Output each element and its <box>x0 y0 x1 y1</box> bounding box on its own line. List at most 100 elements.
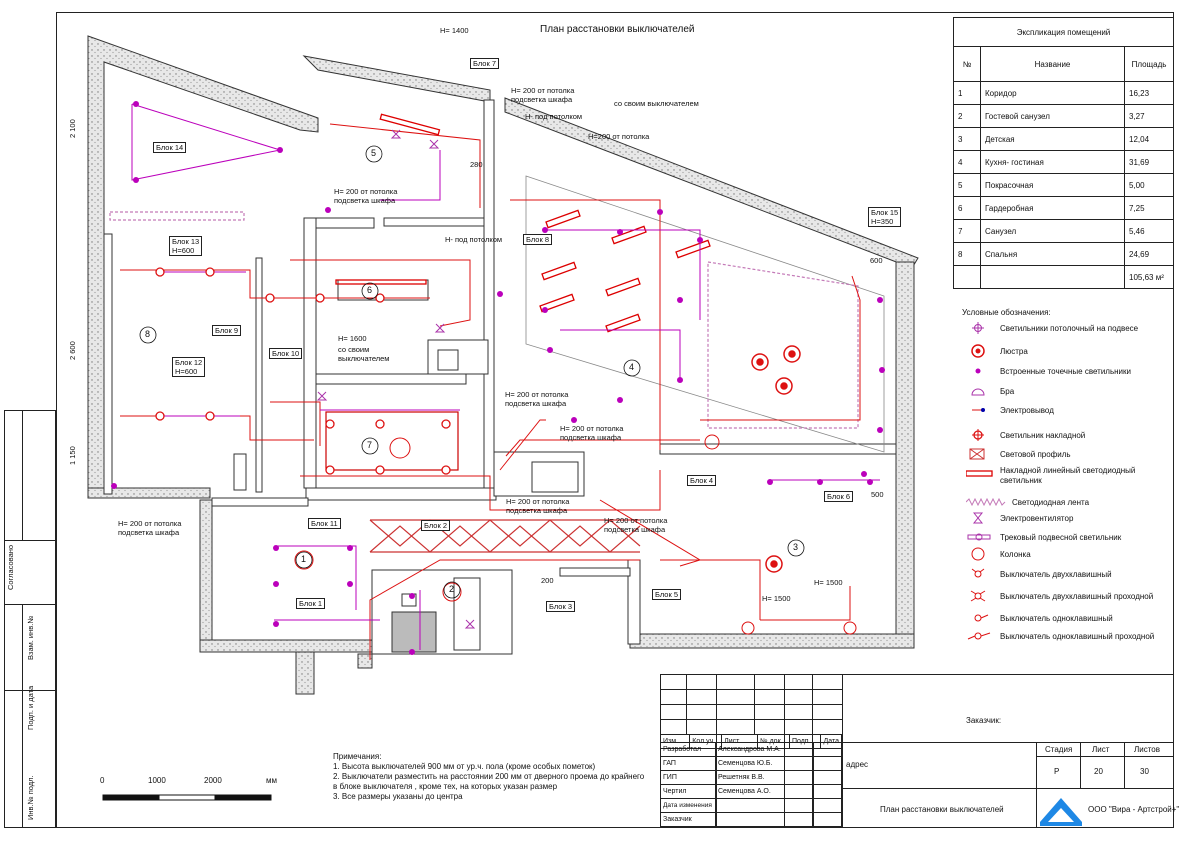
legend-item: Накладной линейный светодиодный светильн… <box>966 466 1166 492</box>
left-dimension-2: 2 600 <box>68 341 77 360</box>
annotation-h1500-a: H= 1500 <box>762 594 791 603</box>
note-line: 1. Высота выключателей 900 мм от ур.ч. п… <box>333 762 596 771</box>
room-6-number: 6 <box>367 285 373 295</box>
role: Чертил <box>660 784 716 799</box>
notes-title: Примечания: <box>333 752 382 761</box>
row-name: Коридор <box>980 81 1125 105</box>
track-light-icon <box>966 530 994 544</box>
row-num: 8 <box>953 242 981 266</box>
block-6-label: Блок 6 <box>824 491 854 502</box>
legend-item: Электровывод <box>966 402 1054 418</box>
annotation-own-switch-top: со своим выключателем <box>614 99 699 108</box>
stage-value: Р <box>1054 767 1060 776</box>
legend-item: Электровентилятор <box>966 510 1073 526</box>
block-3-label: Блок 3 <box>546 601 576 612</box>
side-divider <box>22 410 23 540</box>
row-area: 5,00 <box>1124 173 1174 197</box>
stamp-vlines <box>754 674 755 734</box>
stage-header: Стадия <box>1045 745 1073 754</box>
role: Дата изменения <box>660 798 716 813</box>
light-profile-icon <box>966 447 994 461</box>
role: Заказчик <box>660 812 716 827</box>
speaker-icon <box>966 547 994 561</box>
block-14-label: Блок 14 <box>153 142 187 153</box>
annotation-h1600: H= 1600 <box>338 334 367 343</box>
row-area: 7,25 <box>1124 196 1174 220</box>
explication-header-name: Название <box>980 46 1125 82</box>
row-name: Гостевой санузел <box>980 104 1125 128</box>
block-15-label: Блок 15 H=350 <box>868 207 902 227</box>
role: Разработал <box>660 742 716 757</box>
annotation-h200-kitchen-2: H= 200 от потолка подсветка шкафа <box>560 424 624 442</box>
approval-sidebar <box>4 410 56 828</box>
ceiling-contours <box>109 175 885 471</box>
linear-leds <box>335 113 711 333</box>
room-2-number: 2 <box>449 584 455 594</box>
legend-item: Световой профиль <box>966 446 1071 462</box>
note-line: в блоке выключателя , кроме тех, на кото… <box>333 782 558 791</box>
side-label-approved: Согласовано <box>6 544 15 590</box>
row-num: 5 <box>953 173 981 197</box>
row-num: 3 <box>953 127 981 151</box>
row-num: 6 <box>953 196 981 220</box>
scale-label-2000: 2000 <box>204 776 222 785</box>
dimension-600: 600 <box>870 256 883 265</box>
role: ГИП <box>660 770 716 785</box>
room-8-number: 8 <box>145 329 151 339</box>
sheets-value: 30 <box>1140 767 1149 776</box>
side-divider <box>4 540 56 541</box>
block-13-label: Блок 13 H=600 <box>169 236 203 256</box>
side-label-sign: Подп. и дата <box>26 685 35 730</box>
double-switch-icon <box>966 567 994 581</box>
block-4-label: Блок 4 <box>687 475 717 486</box>
note-line: 2. Выключатели разместить на расстоянии … <box>333 772 645 781</box>
spot-light-icon <box>966 364 994 378</box>
left-dimension-3: 1 150 <box>68 446 77 465</box>
electrical-outlet-icon <box>966 403 994 417</box>
block-2-label: Блок 2 <box>421 520 451 531</box>
row-area: 5,46 <box>1124 219 1174 243</box>
wiring-magenta <box>131 103 880 650</box>
speakers <box>294 434 857 635</box>
scale-label-1000: 1000 <box>148 776 166 785</box>
stamp-vlines <box>686 674 687 734</box>
legend-item: Встроенные точечные светильники <box>966 363 1131 379</box>
stamp-address: адрес <box>846 760 869 769</box>
row-num: 1 <box>953 81 981 105</box>
row-name: Кухня- гостиная <box>980 150 1125 174</box>
single-pass-switch-icon <box>966 629 994 643</box>
explication-title: Экспликация помещений <box>953 17 1174 47</box>
legend-item: Светильники потолочный на подвесе <box>966 320 1138 336</box>
side-divider <box>22 604 23 828</box>
dimension-280: 280 <box>470 160 483 169</box>
stamp-line <box>1036 742 1037 828</box>
legend-item: Выключатель двухклавишный проходной <box>966 588 1153 604</box>
person: Александрова М.А. <box>715 742 785 757</box>
sheet-header: Лист <box>1092 745 1110 754</box>
note-line: 3. Все размеры указаны до центра <box>333 792 463 801</box>
block-5-label: Блок 5 <box>652 589 682 600</box>
company-name: ООО "Вира - Артстрой+" <box>1088 805 1180 814</box>
room-3-number: 3 <box>793 542 799 552</box>
double-pass-switch-icon <box>966 589 994 603</box>
floor-plan <box>87 35 919 695</box>
person: Семенцова Ю.Б. <box>715 756 785 771</box>
surface-lights <box>155 267 451 475</box>
annotation-h200-block7: H= 200 от потолка подсветка шкафа <box>511 86 575 104</box>
block-7-label: Блок 7 <box>470 58 500 69</box>
row-name: Гардеробная <box>980 196 1125 220</box>
row-num: 4 <box>953 150 981 174</box>
side-label-inventory: Инв.№ подл. <box>26 775 35 820</box>
row-name: Покрасочная <box>980 173 1125 197</box>
single-switch-icon <box>966 611 994 625</box>
legend-item: Выключатель одноклавишный проходной <box>966 628 1154 644</box>
block-8-label: Блок 8 <box>523 234 553 245</box>
block-9-label: Блок 9 <box>212 325 242 336</box>
legend-item: Выключатель одноклавишный <box>966 610 1113 626</box>
